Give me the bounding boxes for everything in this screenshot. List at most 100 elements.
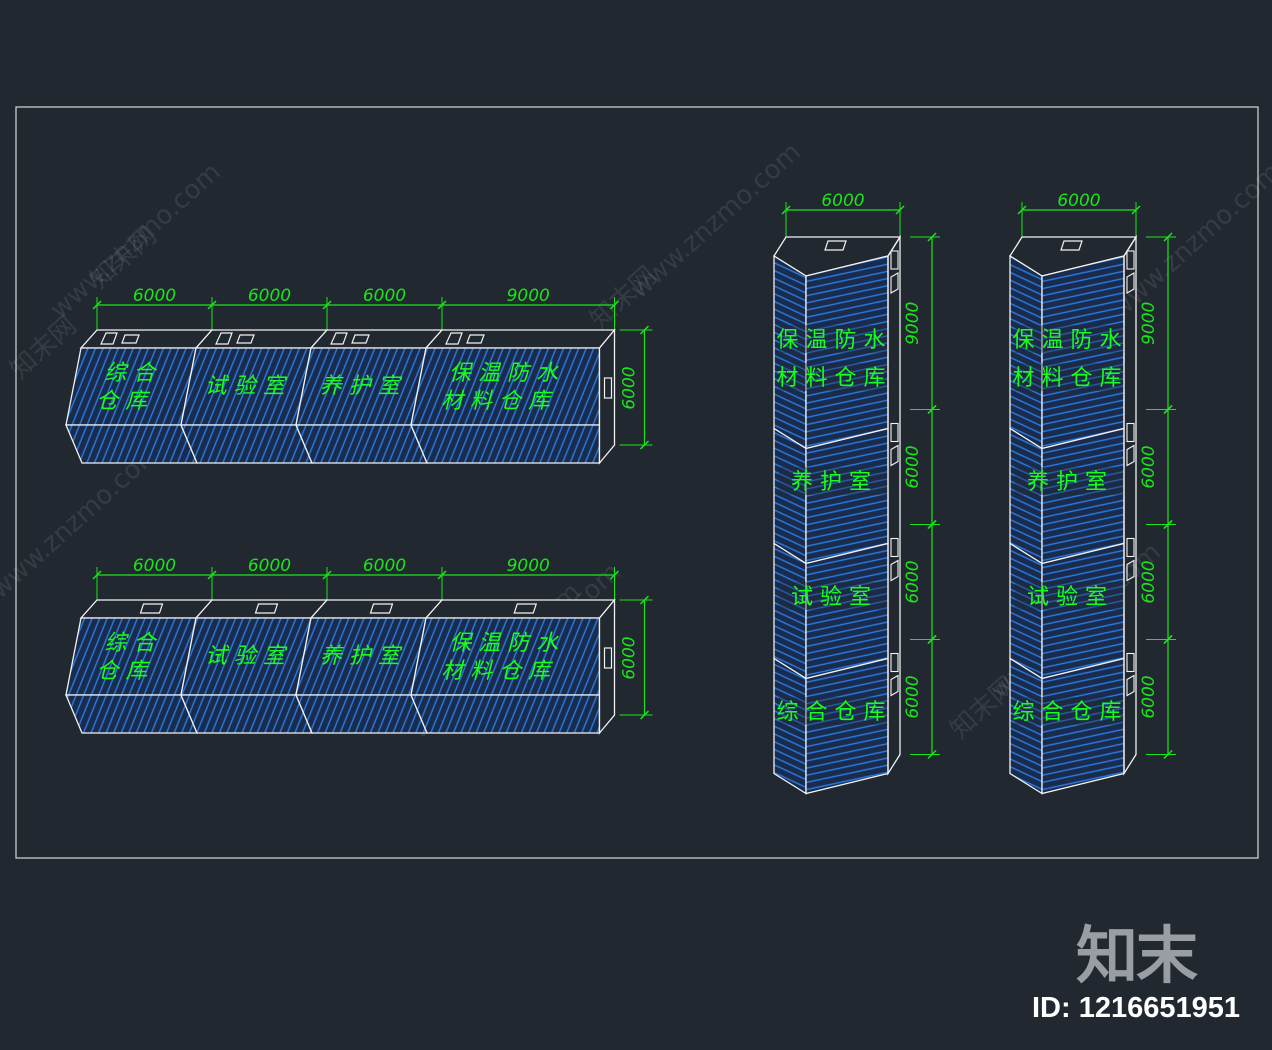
- front-lower-face: [410, 424, 601, 464]
- front-face: [1041, 542, 1125, 680]
- dimension-label: 6000: [248, 556, 291, 576]
- label-backdrop: [779, 467, 889, 495]
- label-backdrop: [1015, 325, 1125, 353]
- end-face: [887, 234, 901, 776]
- room-label: 试 验 室: [791, 585, 871, 610]
- label-backdrop: [1015, 582, 1125, 610]
- window-icon: [236, 334, 255, 344]
- window-icon: [466, 334, 485, 344]
- end-door-icon: [890, 272, 899, 294]
- roof-face: [309, 599, 444, 619]
- window-icon: [139, 603, 164, 614]
- end-window-icon: [890, 537, 899, 558]
- dimension-label: 6000: [133, 556, 176, 576]
- front-lower-face: [295, 694, 428, 734]
- room-label: 养 护 室: [318, 373, 404, 399]
- drawing-frame: [15, 106, 1259, 859]
- window-icon: [121, 334, 140, 344]
- room-label: 综 合 仓 库: [777, 700, 886, 725]
- dimension-label: 6000: [133, 286, 176, 306]
- room-label: 试 验 室: [203, 373, 289, 399]
- dimension-tick: [437, 570, 447, 580]
- roof-face: [424, 599, 616, 619]
- window-icon: [1060, 240, 1083, 251]
- dimension-tick: [207, 300, 217, 310]
- dimension-label: 6000: [1139, 675, 1159, 718]
- room-label: 材 料 仓 库: [1013, 366, 1122, 391]
- front-face: [1041, 427, 1125, 565]
- side-face: [1009, 542, 1043, 680]
- window-icon: [824, 240, 847, 251]
- room-label: 材 料 仓 库: [440, 388, 555, 414]
- dimension-label: 9000: [1139, 302, 1159, 345]
- end-window-icon: [1126, 537, 1135, 558]
- roof-face: [194, 599, 329, 619]
- room-label: 综 合: [103, 360, 160, 386]
- room-label: 保 温 防 水: [448, 630, 563, 656]
- front-lower-face: [295, 424, 428, 464]
- dimension-tick: [639, 440, 650, 450]
- end-window-icon: [890, 250, 899, 270]
- end-door-icon: [1126, 272, 1135, 294]
- end-door-icon: [890, 674, 899, 697]
- end-door-icon: [890, 444, 899, 467]
- room-label: 材 料 仓 库: [440, 658, 555, 684]
- dimension-label: 6000: [821, 191, 864, 211]
- dimension-tick: [322, 300, 332, 310]
- end-face: [1123, 234, 1137, 776]
- room-label: 仓 库: [95, 388, 152, 414]
- room-label: 保 温 防 水: [777, 328, 886, 353]
- label-backdrop: [779, 697, 889, 725]
- dimension-tick: [639, 710, 650, 720]
- dimension-label: 6000: [248, 286, 291, 306]
- label-backdrop: [779, 582, 889, 610]
- door-icon: [330, 332, 348, 345]
- end-door-icon: [1126, 444, 1135, 467]
- dimension-label: 9000: [507, 286, 550, 306]
- dimension-tick: [781, 205, 791, 215]
- end-window-icon: [603, 377, 613, 399]
- door-icon: [100, 332, 118, 345]
- side-face: [773, 657, 807, 795]
- dimension-tick: [92, 570, 102, 580]
- dimension-tick: [895, 205, 905, 215]
- front-face: [805, 542, 889, 680]
- dimension-label: 9000: [507, 556, 550, 576]
- logo-text: 知末: [1076, 919, 1198, 992]
- door-icon: [445, 332, 463, 345]
- dimension-tick: [609, 300, 620, 310]
- room-label: 试 验 室: [203, 643, 289, 669]
- dimension-label: 9000: [903, 302, 923, 345]
- horizontal-elevation: 6000 6000 6000 9000 综 合仓 库 试 验 室 养 护 室 保 温 防 水材…: [65, 286, 653, 465]
- front-face: [805, 657, 889, 795]
- front-lower-face: [410, 694, 601, 734]
- room-label: 保 温 防 水: [1013, 328, 1122, 353]
- end-door-icon: [890, 559, 899, 582]
- dimension-label: 6000: [903, 675, 923, 718]
- end-window-icon: [890, 652, 899, 673]
- dimension-tick: [1017, 205, 1027, 215]
- room-label: 综 合: [103, 630, 160, 656]
- label-backdrop: [779, 363, 889, 391]
- dimension-label: 6000: [620, 366, 640, 409]
- room-label: 材 料 仓 库: [777, 366, 886, 391]
- window-icon: [369, 603, 394, 614]
- window-icon: [513, 603, 538, 614]
- dimension-label: 6000: [1057, 191, 1100, 211]
- dimension-label: 6000: [363, 556, 406, 576]
- roof-face: [79, 329, 214, 349]
- dimension-tick: [1131, 205, 1141, 215]
- end-window-icon: [890, 422, 899, 443]
- label-backdrop: [779, 325, 889, 353]
- front-face: [1041, 657, 1125, 795]
- room-label: 养 护 室: [791, 470, 871, 495]
- dimension-tick: [322, 570, 332, 580]
- room-label: 保 温 防 水: [448, 360, 563, 386]
- dimension-label: 6000: [903, 560, 923, 603]
- window-icon: [351, 334, 370, 344]
- vertical-elevation: 6000 保 温 防 水材 料 仓 库 9000 养 护 室 6000 试 验 室 6000…: [773, 191, 940, 795]
- front-lower-face: [65, 424, 198, 464]
